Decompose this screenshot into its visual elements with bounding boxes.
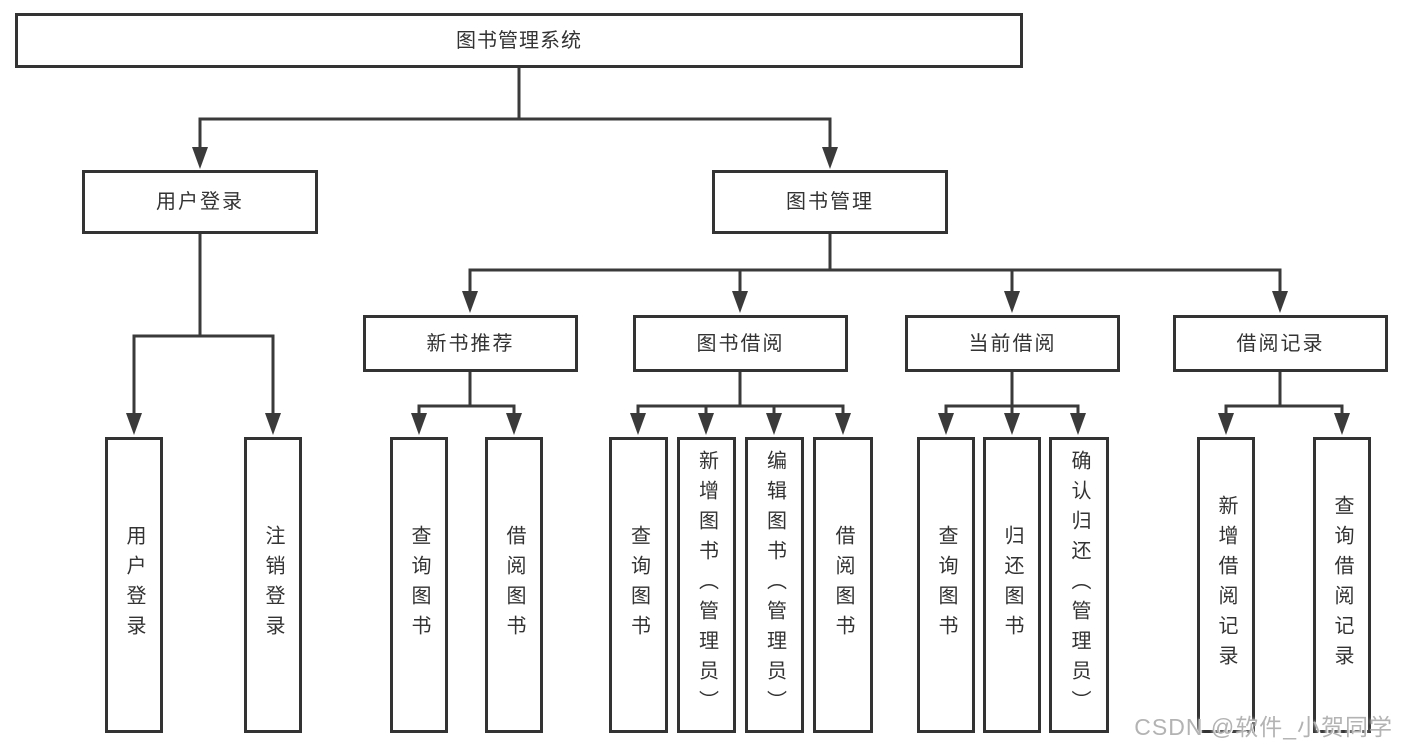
node-leaf-query-books-current: 查询图书 [917,437,975,733]
node-root: 图书管理系统 [15,13,1023,68]
node-leaf-query-borrow-record: 查询借阅记录 [1313,437,1371,733]
node-leaf-user-login: 用户登录 [105,437,163,733]
node-book-management: 图书管理 [712,170,948,234]
connector-records-to-leaves [1218,372,1350,435]
node-leaf-return-book: 归还图书 [983,437,1041,733]
connector-newbook-to-leaves [411,372,522,435]
node-new-book-recommend: 新书推荐 [363,315,578,372]
node-leaf-query-books-borrow: 查询图书 [609,437,668,733]
node-leaf-borrow-books-recommend: 借阅图书 [485,437,543,733]
csdn-watermark: CSDN @软件_小贺同学 [1134,714,1393,740]
node-borrow-records: 借阅记录 [1173,315,1388,372]
node-leaf-add-book-admin: 新增图书（管理员） [677,437,736,733]
connector-borrow-to-leaves [630,372,851,435]
node-leaf-edit-book-admin: 编辑图书（管理员） [745,437,804,733]
connector-bookmgmt-to-level3 [462,234,1288,313]
node-book-borrow: 图书借阅 [633,315,848,372]
connector-current-to-leaves [938,372,1086,435]
node-leaf-confirm-return-admin: 确认归还（管理员） [1049,437,1109,733]
node-current-borrow: 当前借阅 [905,315,1120,372]
node-leaf-logout: 注销登录 [244,437,302,733]
connector-userlogin-to-leaves [126,234,281,435]
node-leaf-borrow-books: 借阅图书 [813,437,873,733]
node-leaf-query-books-recommend: 查询图书 [390,437,448,733]
node-user-login: 用户登录 [82,170,318,234]
connector-root-to-level2 [192,68,838,169]
node-leaf-add-borrow-record: 新增借阅记录 [1197,437,1255,733]
